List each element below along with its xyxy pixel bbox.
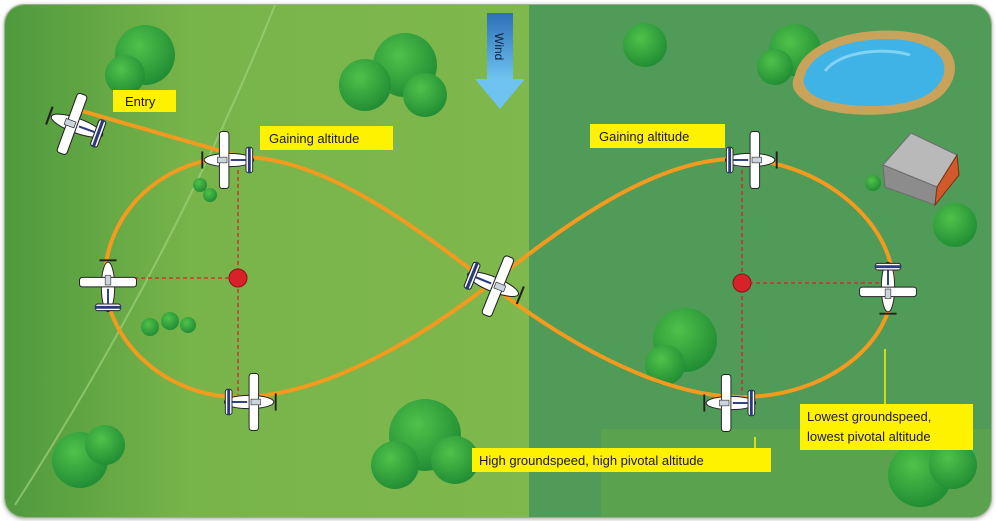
label-high-groundspeed: High groundspeed, high pivotal altitude bbox=[472, 448, 771, 472]
pylon-icon bbox=[228, 268, 248, 288]
tree-icon bbox=[645, 308, 717, 385]
tree-icon bbox=[888, 441, 977, 507]
label-lowest-line2: lowest pivotal altitude bbox=[807, 429, 931, 444]
tree-icon bbox=[52, 425, 125, 488]
label-entry: Entry bbox=[113, 90, 176, 112]
field-boundary-line bbox=[14, 5, 276, 506]
label-high-groundspeed-text: High groundspeed, high pivotal altitude bbox=[479, 453, 704, 468]
tree-icon bbox=[371, 399, 479, 489]
label-gaining-right-text: Gaining altitude bbox=[599, 129, 689, 144]
label-entry-text: Entry bbox=[125, 94, 156, 109]
label-lowest-groundspeed: Lowest groundspeed, lowest pivotal altit… bbox=[800, 404, 973, 450]
wind-label: Wind bbox=[492, 33, 506, 60]
wind-arrow-icon: Wind bbox=[475, 13, 525, 109]
barn-icon bbox=[882, 132, 960, 207]
tree-icon bbox=[339, 33, 447, 117]
tree-icon bbox=[623, 23, 667, 67]
trees bbox=[52, 23, 977, 507]
eights-on-pylons-diagram: Wind Entry Gaining altitude Gaining alti… bbox=[4, 4, 992, 518]
pylon-icon bbox=[732, 273, 752, 293]
label-gaining-altitude-left: Gaining altitude bbox=[260, 126, 393, 150]
tree-icon bbox=[105, 25, 175, 95]
label-gaining-left-text: Gaining altitude bbox=[269, 131, 359, 146]
label-gaining-altitude-right: Gaining altitude bbox=[590, 124, 725, 148]
label-lowest-line1: Lowest groundspeed, bbox=[807, 409, 931, 424]
tree-icon bbox=[141, 312, 196, 336]
tree-icon bbox=[933, 203, 977, 247]
tree-icon bbox=[865, 175, 881, 191]
pond-icon bbox=[792, 30, 955, 115]
tree-icon bbox=[193, 178, 217, 202]
